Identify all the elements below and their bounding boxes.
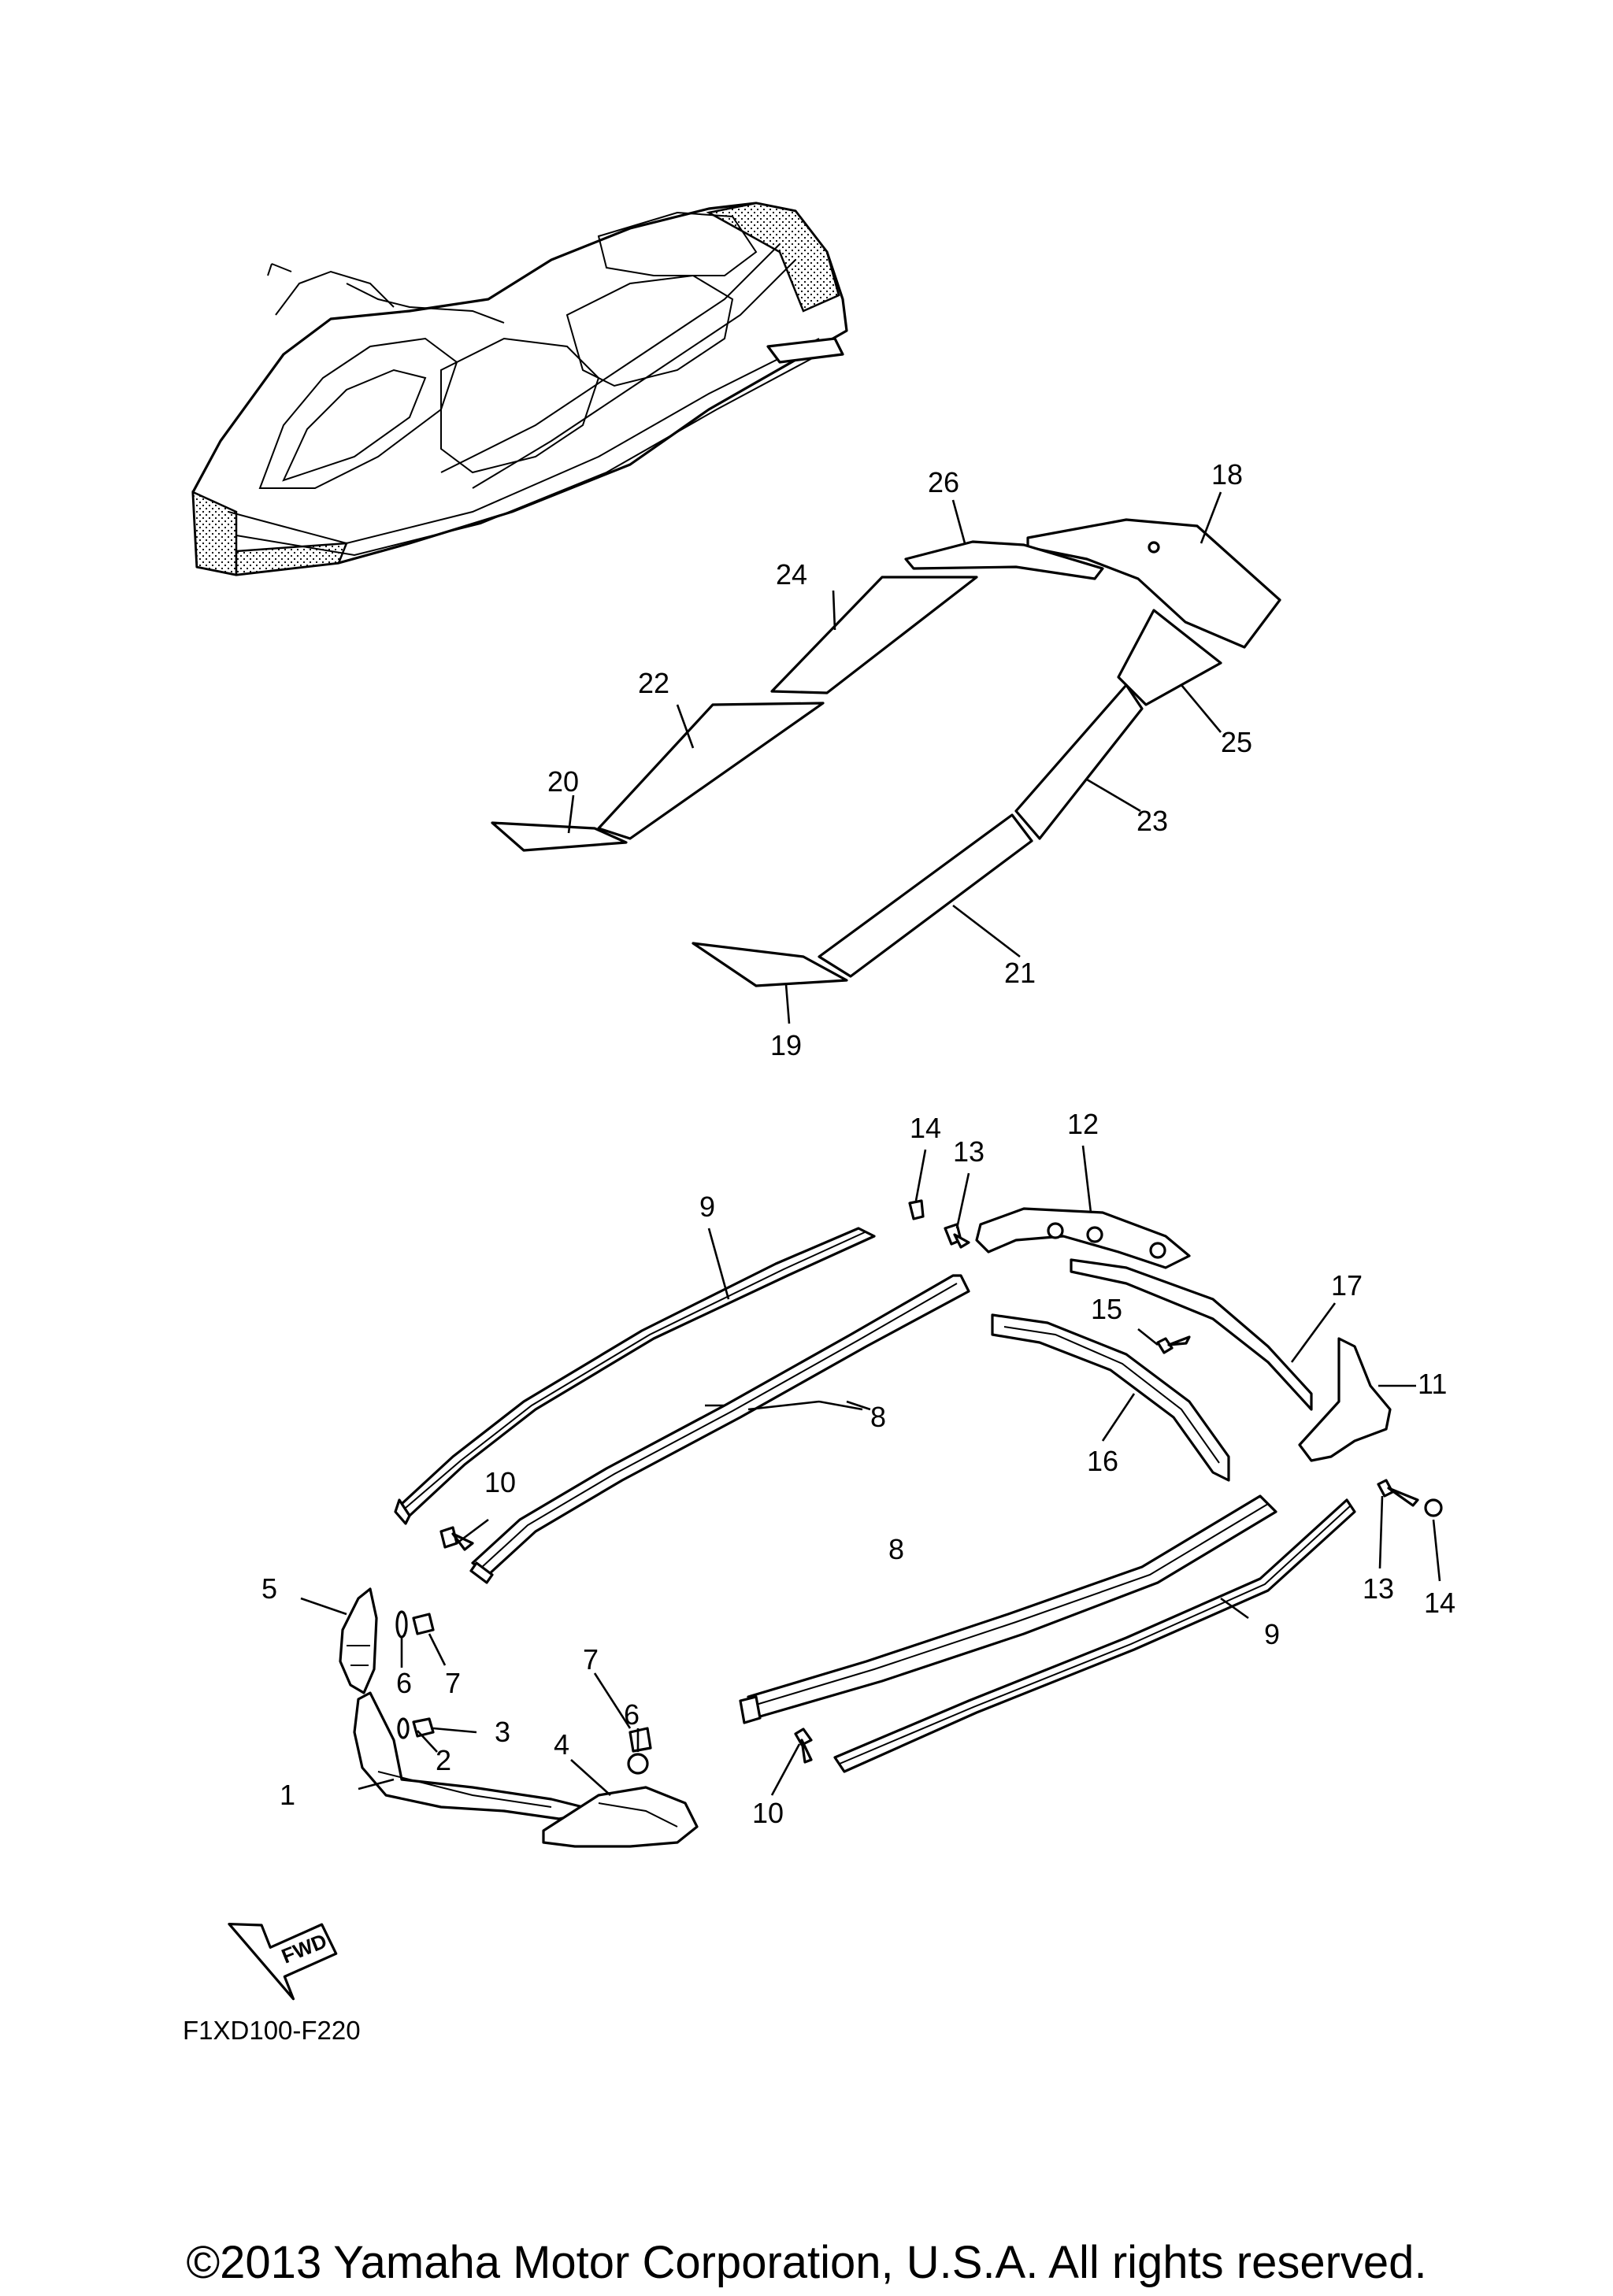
rails [394,1227,1356,1773]
mat-19 [692,942,848,987]
mat-22 [597,702,825,840]
callout-14-lower: 14 [1424,1587,1455,1619]
callout-13-upper: 13 [953,1135,984,1168]
mat-24 [770,576,978,694]
copyright-notice: ©2013 Yamaha Motor Corporation, U.S.A. A… [186,2237,1426,2288]
callout-8-upper: 8 [870,1401,886,1433]
part-4 [542,1786,699,1848]
callout-9-lower: 9 [1264,1618,1280,1650]
rail-9-lower [833,1498,1356,1773]
watercraft-illustration [191,202,848,576]
part-17 [1070,1258,1313,1411]
bow-parts [339,1587,699,1848]
callout-25: 25 [1221,726,1252,758]
callout-26: 26 [928,466,959,498]
part-16 [991,1313,1230,1482]
mat-25 [1117,609,1222,706]
mat-set [491,518,1281,987]
callout-17: 17 [1331,1269,1363,1302]
callout-13-lower: 13 [1363,1572,1394,1605]
mat-21 [818,813,1033,978]
rail-8-upper [471,1274,970,1576]
callout-3: 3 [495,1716,510,1748]
part-11 [1298,1337,1392,1462]
callout-22: 22 [638,667,669,699]
callout-24: 24 [776,558,807,591]
mat-18 [1026,518,1281,649]
callout-18: 18 [1211,458,1243,491]
forward-direction-arrow-icon: FWD [228,1922,338,2001]
callout-23: 23 [1137,805,1168,837]
callout-4: 4 [554,1728,569,1761]
callout-16: 16 [1087,1445,1118,1477]
callout-6-lower: 6 [624,1698,640,1731]
callout-19: 19 [770,1029,802,1061]
callout-7-lower: 7 [583,1643,599,1676]
callout-1: 1 [280,1779,295,1811]
mat-20 [491,821,628,852]
callout-5: 5 [261,1572,277,1605]
mat-26 [904,540,1104,580]
callout-8-lower: 8 [888,1533,904,1565]
callout-20: 20 [547,765,579,798]
mat-23 [1014,683,1144,840]
callout-6-upper: 6 [396,1667,412,1699]
callout-9-upper: 9 [699,1191,715,1223]
callout-10-lower: 10 [752,1797,784,1829]
callout-12: 12 [1067,1108,1099,1140]
part-12 [975,1207,1191,1269]
callout-7-upper: 7 [445,1667,461,1699]
rail-8-lower [747,1494,1277,1718]
callout-21: 21 [1004,957,1036,989]
part-5 [339,1587,378,1694]
callout-15: 15 [1091,1293,1122,1325]
callout-labels: 1 2 3 4 5 6 6 7 7 8 8 9 9 10 10 11 12 13… [261,458,1455,1829]
diagram-code: F1XD100-F220 [183,2016,361,2045]
callout-11: 11 [1418,1368,1447,1400]
stern-parts [975,1207,1392,1482]
leader-lines [300,491,1441,1796]
callout-2: 2 [436,1744,451,1776]
callout-10-upper: 10 [484,1466,516,1498]
callout-14-upper: 14 [910,1112,941,1144]
